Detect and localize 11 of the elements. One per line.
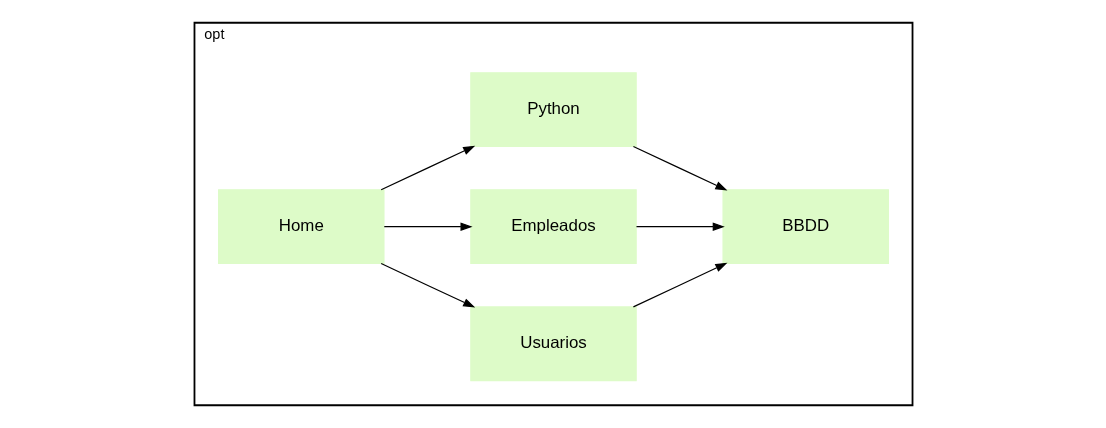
arrow xyxy=(380,262,475,308)
node-box: Empleados xyxy=(469,189,637,265)
arrow xyxy=(383,222,473,231)
node-box: Usuarios xyxy=(469,306,637,382)
node-box: BBDD xyxy=(721,189,889,265)
node-box: Home xyxy=(217,189,385,265)
arrow xyxy=(632,262,727,308)
node-box: Python xyxy=(469,72,637,148)
arrow xyxy=(380,145,475,191)
arrow xyxy=(635,222,725,231)
arrow xyxy=(632,145,727,191)
